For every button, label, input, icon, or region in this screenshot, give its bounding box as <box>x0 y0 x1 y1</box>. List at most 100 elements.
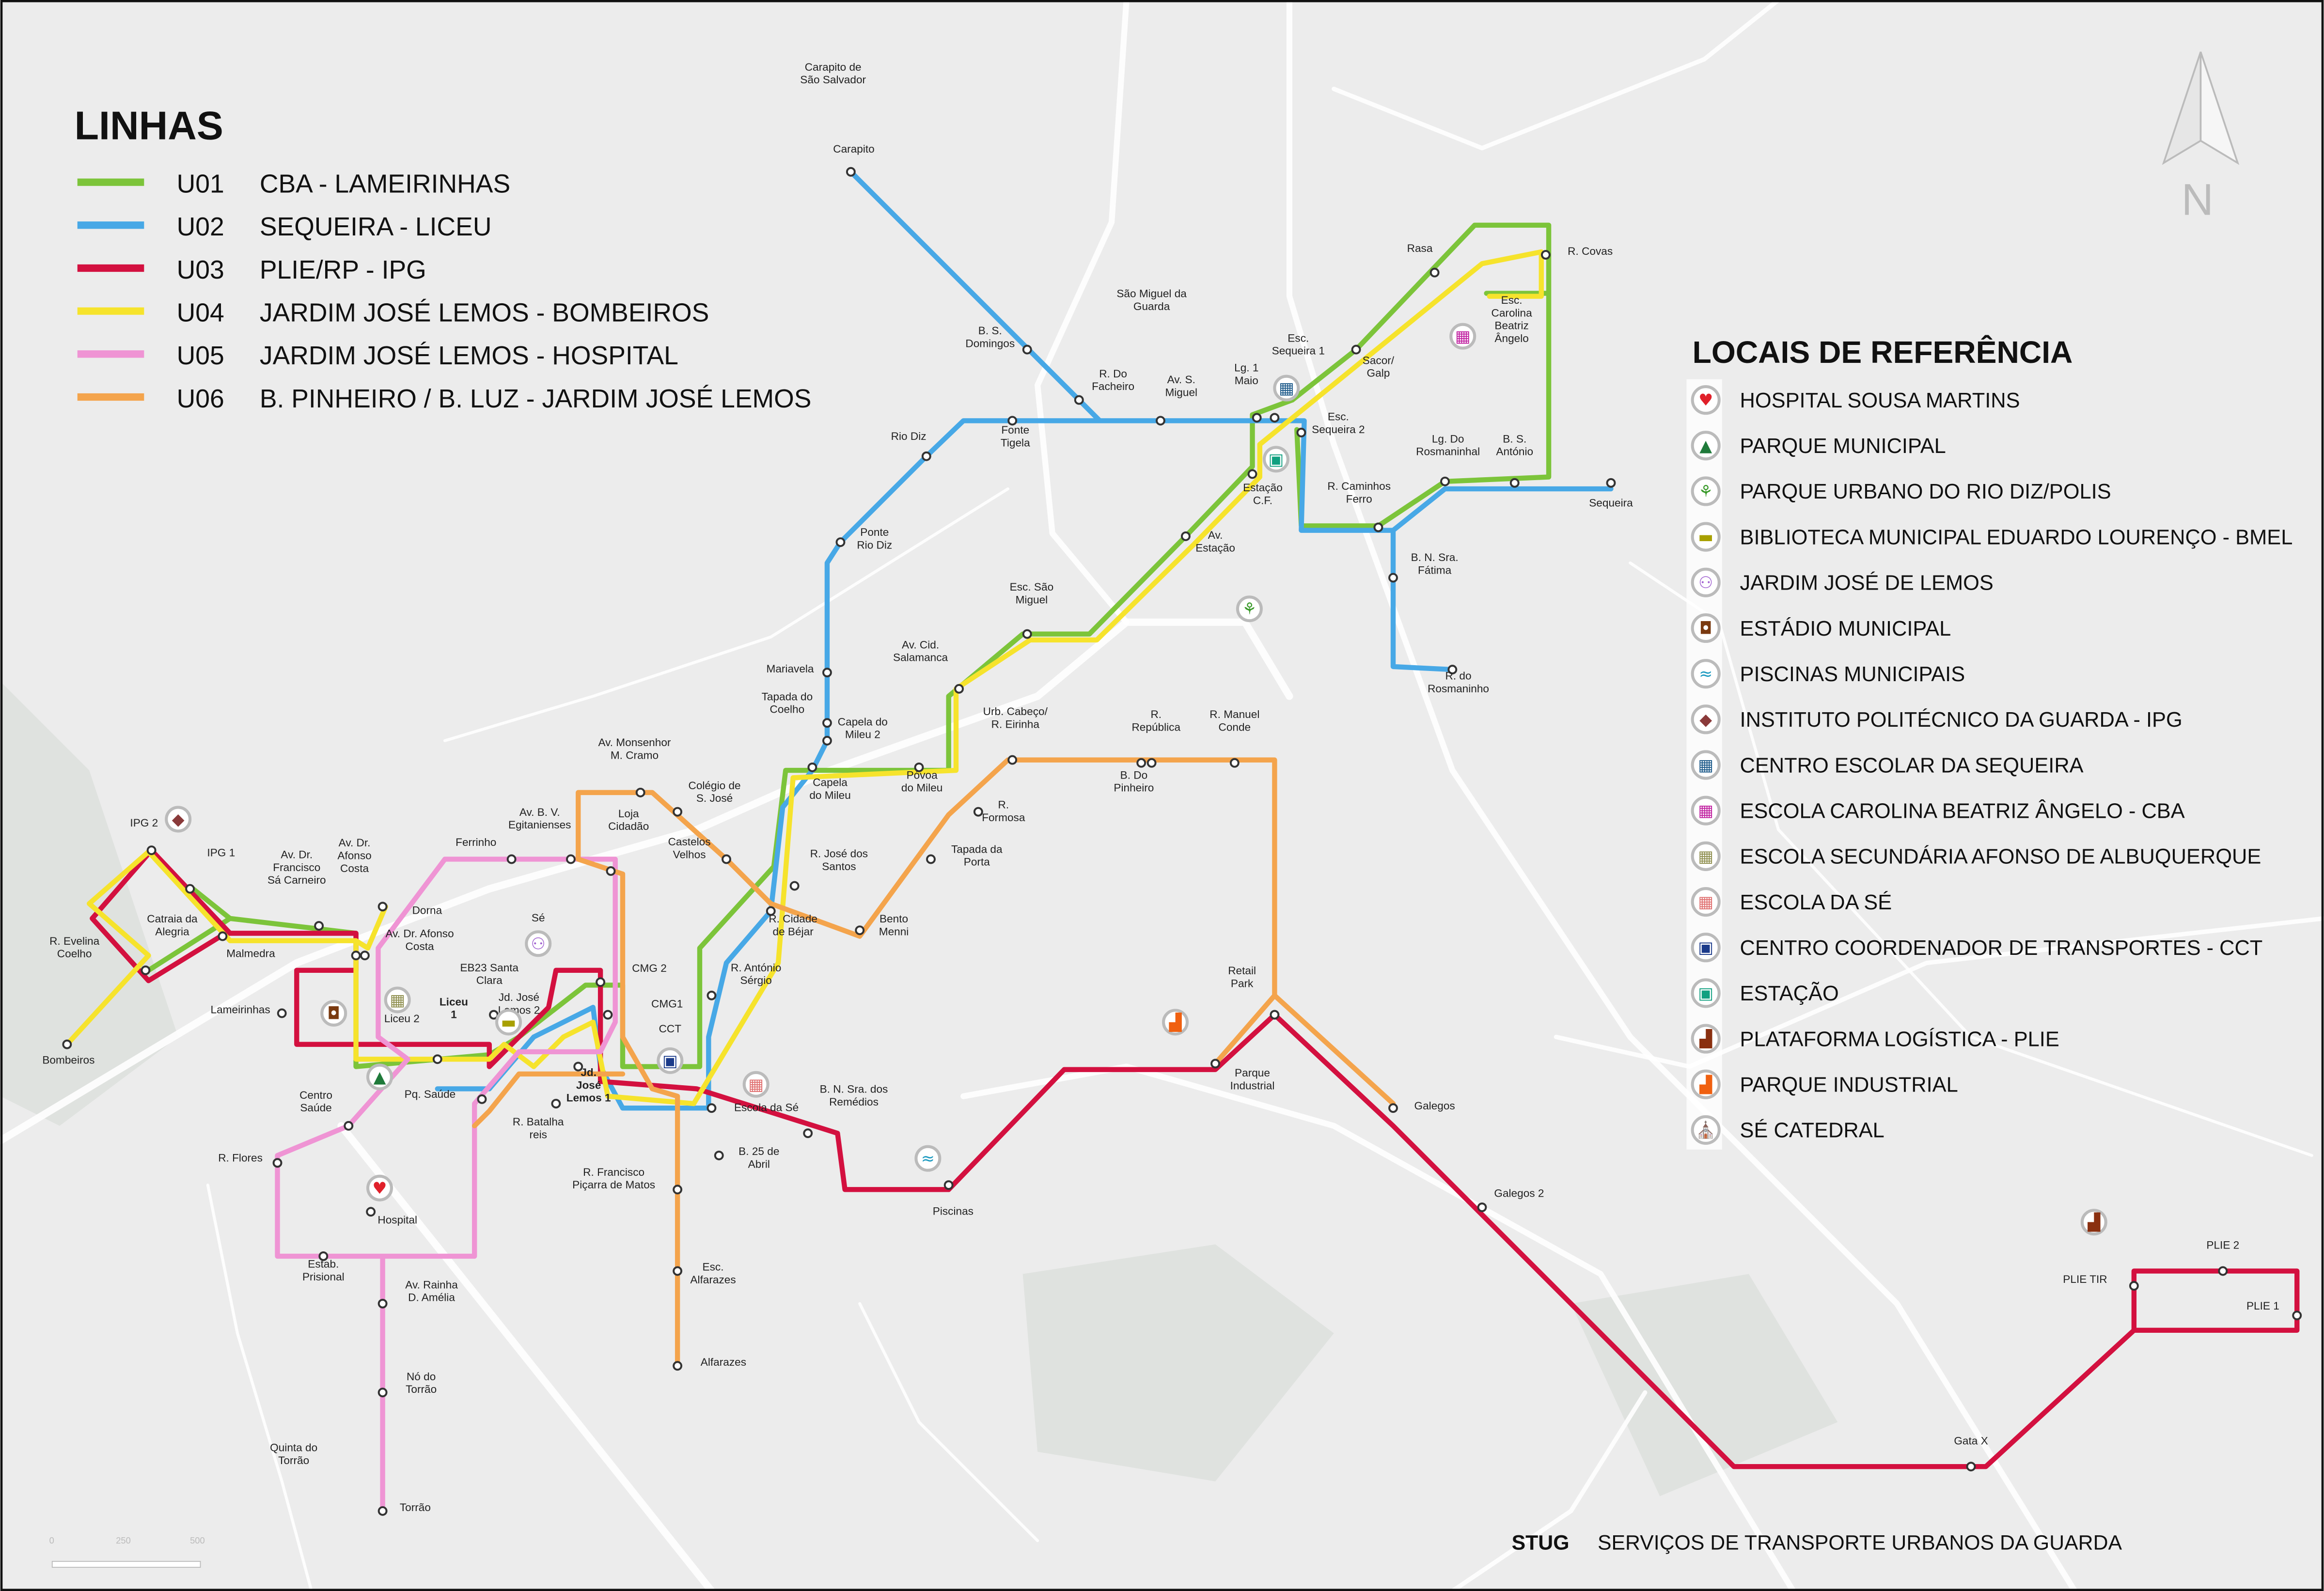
stop-marker[interactable] <box>943 1180 954 1190</box>
stop-rio-diz[interactable]: Rio Diz <box>891 430 931 461</box>
stop-torrao[interactable]: Torrão <box>377 1501 431 1516</box>
stop-r-covas[interactable]: R. Covas <box>1541 245 1613 260</box>
stop-malmedra[interactable]: Malmedra <box>218 931 275 960</box>
stop-marker[interactable] <box>596 977 606 987</box>
stop-marker[interactable] <box>835 537 846 547</box>
stop-escola-da-se[interactable]: Escola da Sé <box>707 1101 799 1113</box>
stop-marker[interactable] <box>1210 1059 1221 1069</box>
stop-ferrinho[interactable]: Ferrinho <box>455 836 517 864</box>
stop-marker[interactable] <box>1388 1103 1398 1113</box>
stop-av-s-miguel[interactable]: Av. S.Miguel <box>1156 374 1197 426</box>
stop-marker[interactable] <box>1270 413 1280 423</box>
stop-marker[interactable] <box>377 902 388 912</box>
stop-marker[interactable] <box>722 854 731 864</box>
stop-marker[interactable] <box>673 807 683 817</box>
stop-piscinas[interactable]: Piscinas <box>933 1180 974 1217</box>
stop-av-b-v-egitanienses[interactable]: Av. B. V.Egitanienses <box>508 806 576 864</box>
stop-av-cid-salamanca[interactable]: Av. Cid.Salamanca <box>893 639 964 694</box>
stop-hospital[interactable]: Hospital <box>366 1207 417 1226</box>
poi-marker-playground-icon[interactable]: ⚘ <box>1236 595 1263 623</box>
stop-r-formosa[interactable]: R.Formosa <box>973 799 1025 824</box>
stop-marker[interactable] <box>707 1103 717 1113</box>
stop-marker[interactable] <box>551 1099 561 1108</box>
stop-plie-tir[interactable]: PLIE TIR <box>2063 1273 2139 1291</box>
stop-marker[interactable] <box>707 990 717 1000</box>
stop-marker[interactable] <box>477 1094 487 1104</box>
stop-plie-1[interactable]: PLIE 1 <box>2246 1300 2302 1321</box>
stop-marker[interactable] <box>2292 1310 2302 1321</box>
stop-marker[interactable] <box>822 718 832 728</box>
stop-ipg-1[interactable]: IPG 1 <box>185 846 235 894</box>
stop-esc-sequeira-1[interactable]: Esc.Sequeira 1 <box>1270 332 1325 423</box>
stop-marker[interactable] <box>272 1158 283 1168</box>
stop-marker[interactable] <box>566 854 576 864</box>
stop-marker[interactable] <box>973 807 983 817</box>
poi-marker-factory-icon[interactable]: ▟ <box>1162 1009 1189 1036</box>
stop-carapito[interactable]: Carapito <box>833 143 875 177</box>
stop-alfarazes[interactable]: Alfarazes <box>673 1356 746 1371</box>
stop-marker[interactable] <box>1156 416 1165 426</box>
stop-marker[interactable] <box>1373 522 1383 532</box>
stop-marker[interactable] <box>921 451 931 461</box>
stop-mariavela[interactable]: Mariavela <box>767 663 832 678</box>
stop-r-flores[interactable]: R. Flores <box>218 1152 283 1168</box>
stop-pq-saude[interactable]: Pq. Saúde <box>405 1088 487 1104</box>
stop-esc-sequeira-2[interactable]: Esc.Sequeira 2 <box>1296 410 1365 437</box>
stop-marker[interactable] <box>1966 1462 1976 1472</box>
stop-marker[interactable] <box>822 735 832 746</box>
stop-marker[interactable] <box>1440 476 1450 486</box>
stop-marker[interactable] <box>822 668 832 678</box>
stop-marker[interactable] <box>506 854 517 864</box>
stop-marker[interactable] <box>351 951 361 961</box>
stop-marker[interactable] <box>855 925 865 936</box>
stop-ipg-2[interactable]: IPG 2 <box>130 817 158 856</box>
stop-marker[interactable] <box>807 762 817 772</box>
stop-marker[interactable] <box>914 762 924 772</box>
stop-marker[interactable] <box>673 1185 683 1195</box>
stop-marker[interactable] <box>1136 758 1146 768</box>
stop-galegos-2[interactable]: Galegos 2 <box>1477 1187 1544 1212</box>
stop-marker[interactable] <box>954 684 964 694</box>
stop-b-s-domingos[interactable]: B. S.Domingos <box>965 325 1032 355</box>
poi-marker-tree-icon[interactable]: ▲ <box>366 1063 393 1091</box>
stop-marker[interactable] <box>141 965 151 975</box>
stop-marker[interactable] <box>62 1039 72 1049</box>
stop-marker[interactable] <box>1447 665 1458 675</box>
route-u05[interactable] <box>275 857 618 1514</box>
stop-marker[interactable] <box>1509 478 1520 488</box>
stop-marker[interactable] <box>1229 758 1240 768</box>
stop-liceu-2[interactable]: Liceu 2 <box>384 1013 420 1025</box>
stop-marker[interactable] <box>360 951 370 961</box>
stop-marker[interactable] <box>146 845 157 856</box>
route-u01[interactable] <box>146 222 1552 1069</box>
stop-marker[interactable] <box>1022 344 1032 355</box>
stop-marker[interactable] <box>926 854 936 864</box>
route-u02[interactable] <box>435 169 1614 1111</box>
stop-marker[interactable] <box>673 1361 683 1371</box>
